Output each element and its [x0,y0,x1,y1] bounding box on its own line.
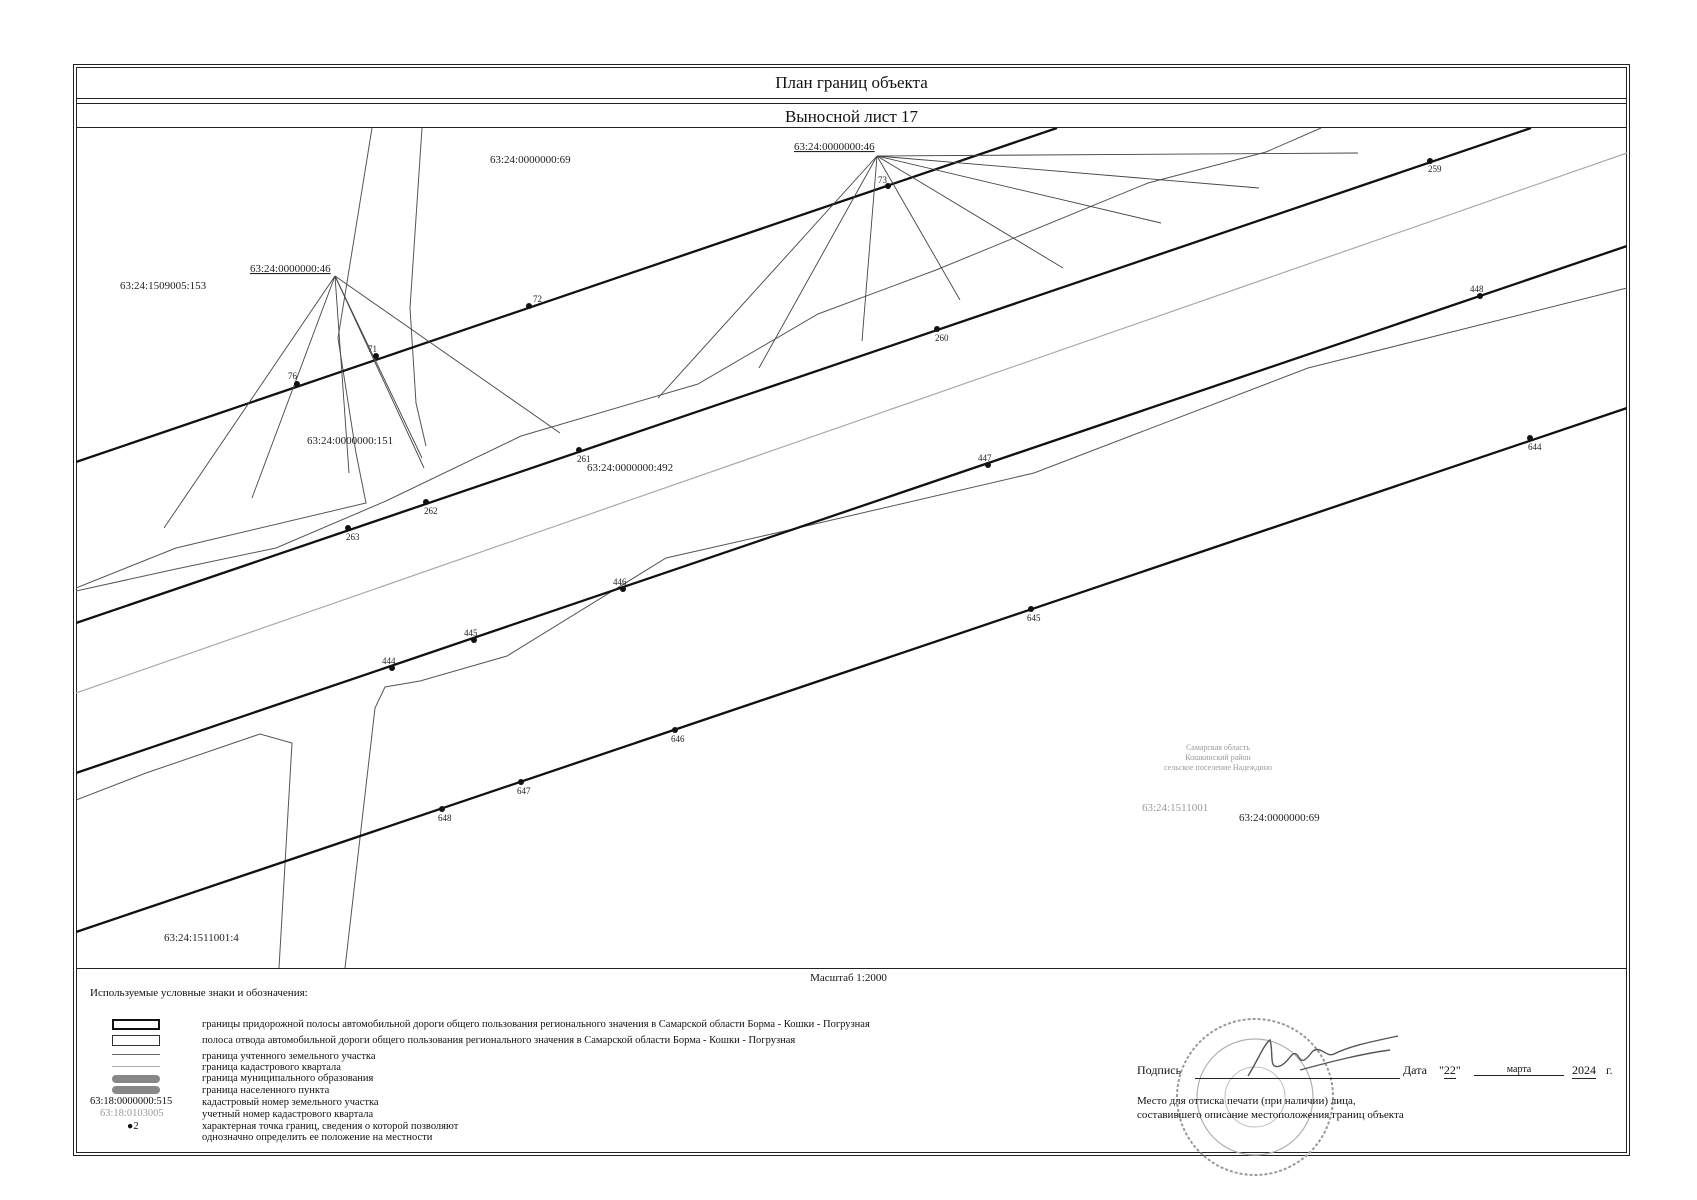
parcel-label[interactable]: 63:24:0000000:46 [250,263,331,275]
map-frame-bottom [76,968,1627,969]
boundary-point-76[interactable] [294,381,300,387]
boundary-point-446[interactable] [620,586,626,592]
boundary-point-448[interactable] [1477,293,1483,299]
boundary-point-648[interactable] [439,806,445,812]
legend-item: характерная точка границ, сведения о кот… [202,1121,459,1132]
municipal-label-district: Кошкинский район [1185,753,1251,762]
legend-symbol-parcel-boundary [112,1054,160,1055]
legend-symbol-roadside-strip [112,1019,160,1030]
boundary-points: 72 71 76 73 259 260 261 262 263 448 447 446 445 444 64… [288,158,1542,823]
point-dot-icon: ● [127,1121,134,1132]
boundary-point-447[interactable] [985,462,991,468]
parcel-label[interactable]: 63:24:0000000:69 [490,154,571,166]
plan-title: План границ объекта [76,67,1627,99]
legend-item: учетный номер кадастрового квартала [202,1109,374,1120]
parcel-boundaries [76,128,1627,968]
quarter-boundary [76,152,1627,694]
boundary-point-label: 71 [368,344,377,354]
legend-item: кадастровый номер земельного участка [202,1097,379,1108]
boundary-point-445[interactable] [471,637,477,643]
boundary-point-label: 260 [935,333,949,343]
legend-sample-parcel: 63:18:0000000:515 [90,1096,173,1107]
date-year[interactable]: 2024 [1572,1063,1596,1079]
legend-item: однозначно определить ее положение на ме… [202,1132,433,1143]
legend-symbol-municipal-boundary [112,1075,160,1083]
legend-symbol-right-of-way [112,1035,160,1046]
signature-label: Подпись [1137,1063,1182,1077]
boundary-point-label: 72 [533,294,542,304]
legend-sample-quarter: 63:18:0103005 [100,1108,164,1119]
boundary-point-label: 76 [288,371,298,381]
legend-item: полоса отвода автомобильной дороги общег… [202,1035,796,1046]
legend-item: граница учтенного земельного участка [202,1051,376,1062]
date-year-suffix: г. [1606,1063,1613,1077]
legend-sample-point: ●2 [127,1121,139,1132]
date-label: Дата [1403,1063,1427,1077]
boundary-point-label: 444 [382,656,396,666]
parcel-label[interactable]: 63:24:1509005:153 [120,280,207,292]
stamp-note-line1: Место для оттиска печати (при наличии) л… [1137,1095,1356,1107]
municipal-label-region: Самарская область [1186,743,1250,752]
boundary-point-label: 448 [1470,284,1484,294]
sheet-inner-frame [76,67,1627,1153]
boundary-point-644[interactable] [1527,435,1533,441]
boundary-point-71[interactable] [373,353,379,359]
map-canvas[interactable]: 72 71 76 73 259 260 261 262 263 448 447 446 445 444 64… [76,128,1627,968]
legend-item: граница населенного пункта [202,1085,330,1096]
boundary-point-647[interactable] [518,779,524,785]
legend-item: граница муниципального образования [202,1073,374,1084]
boundary-point-label: 259 [1428,164,1442,174]
parcel-labels: 63:24:0000000:69 63:24:0000000:46 63:24:… [120,141,1320,944]
boundary-point-label: 646 [671,734,685,744]
sheet-title: Выносной лист 17 [76,103,1627,128]
legend-title: Используемые условные знаки и обозначени… [90,987,308,999]
boundary-point-444[interactable] [389,665,395,671]
legend-item: границы придорожной полосы автомобильной… [202,1019,870,1030]
boundary-point-259[interactable] [1427,158,1433,164]
boundary-point-label: 644 [1528,442,1542,452]
date-day[interactable]: "22" [1439,1063,1461,1079]
boundary-point-646[interactable] [672,727,678,733]
municipal-label-settlement: сельское поселение Надеждино [1164,763,1272,772]
boundary-point-261[interactable] [576,447,582,453]
parcel-label[interactable]: 63:24:1511001:4 [164,932,239,944]
legend-symbol-settlement-boundary [112,1086,160,1094]
legend-symbol-quarter-boundary [112,1066,160,1067]
leader-lines [163,152,1359,529]
seal-stamp [1176,1018,1334,1176]
legend-item: граница кадастрового квартала [202,1062,341,1073]
boundary-point-645[interactable] [1028,606,1034,612]
parcel-label[interactable]: 63:24:0000000:151 [307,435,393,447]
boundary-point-label: 645 [1027,613,1041,623]
boundary-point-label: 73 [878,175,888,185]
boundary-point-73[interactable] [885,183,891,189]
quarter-label: 63:24:1511001 [1142,802,1208,814]
boundary-point-260[interactable] [934,326,940,332]
scale-label: Масштаб 1:2000 [810,972,887,984]
boundary-point-263[interactable] [345,525,351,531]
road-boundaries [76,128,1627,934]
handwritten-signature [1247,1035,1399,1077]
boundary-point-262[interactable] [423,499,429,505]
boundary-point-label: 447 [978,453,992,463]
boundary-point-label: 648 [438,813,452,823]
area-labels: 63:24:1511001 Самарская область Кошкинск… [1142,743,1272,814]
boundary-point-label: 446 [613,577,627,587]
sheet-outer-frame [73,64,1630,1156]
boundary-point-label: 262 [424,506,438,516]
boundary-point-label: 261 [577,454,591,464]
parcel-label[interactable]: 63:24:0000000:69 [1239,812,1320,824]
stamp-note-line2: составившего описание местоположения гра… [1137,1109,1404,1121]
parcel-label[interactable]: 63:24:0000000:492 [587,462,673,474]
boundary-point-label: 647 [517,786,531,796]
signature-line[interactable] [1195,1063,1400,1079]
boundary-point-label: 263 [346,532,360,542]
date-month[interactable]: марта [1474,1064,1564,1076]
parcel-label[interactable]: 63:24:0000000:46 [794,141,875,153]
boundary-point-label: 445 [464,628,478,638]
boundary-point-72[interactable] [526,303,532,309]
